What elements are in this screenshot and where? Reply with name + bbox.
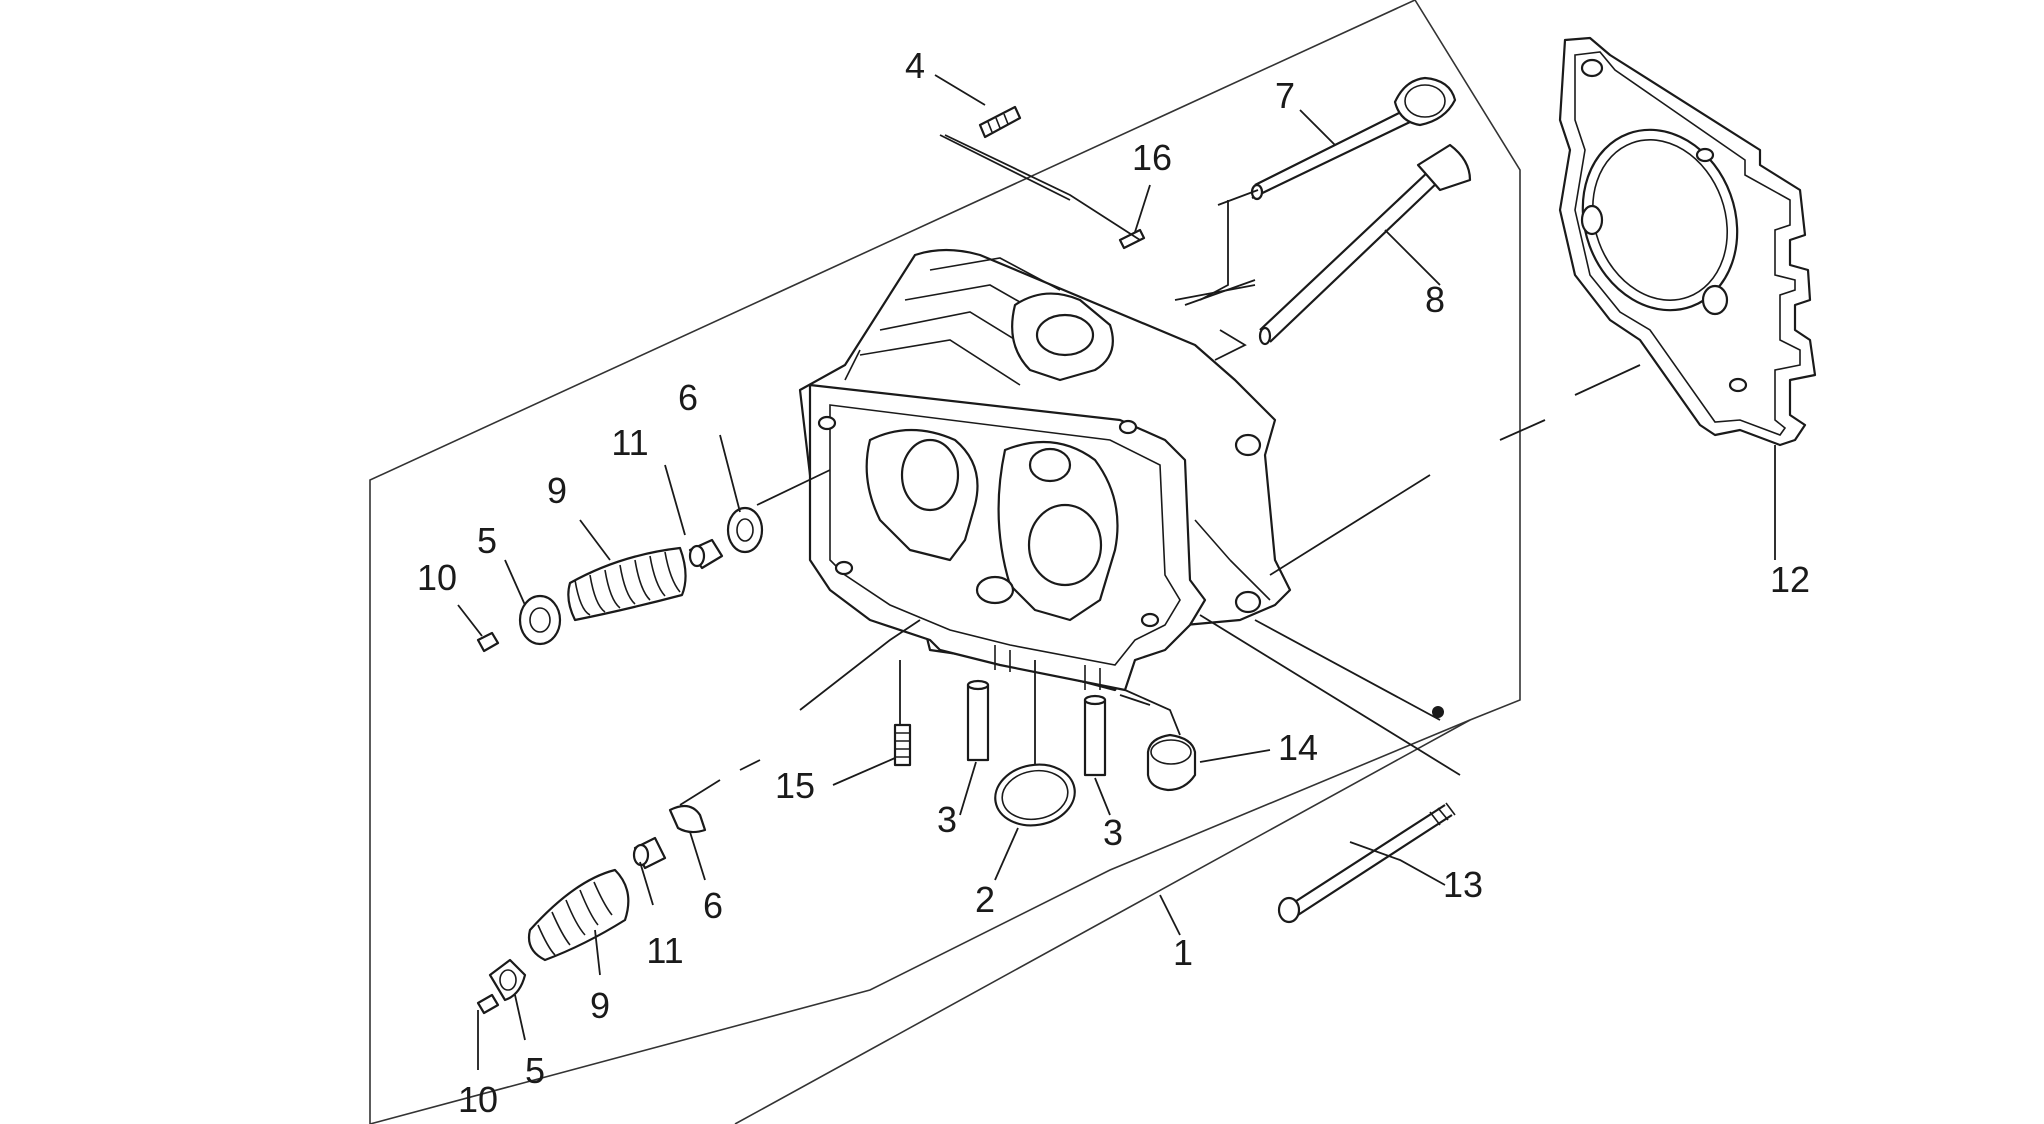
- callout-6-lower: 6: [703, 885, 723, 926]
- upper-valve-train: [476, 506, 764, 653]
- seal-icon: [632, 836, 667, 870]
- callout-11-upper: 11: [611, 422, 648, 463]
- dowel-pin-icon: [966, 679, 990, 762]
- leader-lines: [457, 74, 1776, 1070]
- cotter-icon: [476, 993, 500, 1015]
- callout-5-lower: 5: [525, 1050, 545, 1091]
- valve-icon: [1258, 143, 1472, 346]
- spring-retainer-icon: [518, 594, 562, 646]
- spring-seat-icon: [726, 506, 764, 554]
- bolt-icon: [1277, 802, 1456, 924]
- callout-16: 16: [1132, 137, 1172, 178]
- stud-icon: [893, 723, 912, 767]
- callout-10-upper: 10: [417, 557, 457, 598]
- callout-11-lower: 11: [646, 930, 683, 971]
- callout-6-upper: 6: [678, 377, 698, 418]
- pin-icon: [1118, 228, 1146, 250]
- callout-labels: 1 2 3 3 4 5 5 6 6 7 8 9 9 10 10 11 11 12…: [417, 45, 1810, 1120]
- cylinder-head-icon: [798, 248, 1292, 692]
- callout-9-upper: 9: [547, 470, 567, 511]
- spring-icon: [567, 546, 687, 622]
- callout-14: 14: [1278, 727, 1318, 768]
- alignment-lines: [679, 134, 1641, 806]
- stud-icon: [978, 105, 1022, 139]
- cotter-icon: [476, 631, 500, 653]
- callout-4: 4: [905, 45, 925, 86]
- spring-retainer-icon: [488, 958, 527, 1002]
- dowel-pin-icon: [1083, 694, 1107, 777]
- seal-icon: [688, 538, 724, 570]
- gasket-icon: [1558, 36, 1817, 447]
- callout-9-lower: 9: [590, 985, 610, 1026]
- assembly-frame: [369, 0, 1521, 1124]
- o-ring-icon: [994, 763, 1076, 827]
- callout-3-right: 3: [1103, 812, 1123, 853]
- callout-15: 15: [775, 765, 815, 806]
- callout-10-lower: 10: [458, 1079, 498, 1120]
- callout-8: 8: [1425, 279, 1445, 320]
- spring-icon: [527, 868, 630, 962]
- lower-valve-train: [476, 804, 707, 1015]
- reference-dot: [1432, 706, 1444, 718]
- callout-3-left: 3: [937, 799, 957, 840]
- spring-seat-icon: [668, 804, 707, 834]
- callout-7: 7: [1275, 75, 1295, 116]
- nut-icon: [1146, 733, 1197, 792]
- callout-12: 12: [1770, 559, 1810, 600]
- callout-13: 13: [1443, 864, 1483, 905]
- callout-1: 1: [1173, 932, 1193, 973]
- callout-2: 2: [975, 879, 995, 920]
- callout-5-upper: 5: [477, 520, 497, 561]
